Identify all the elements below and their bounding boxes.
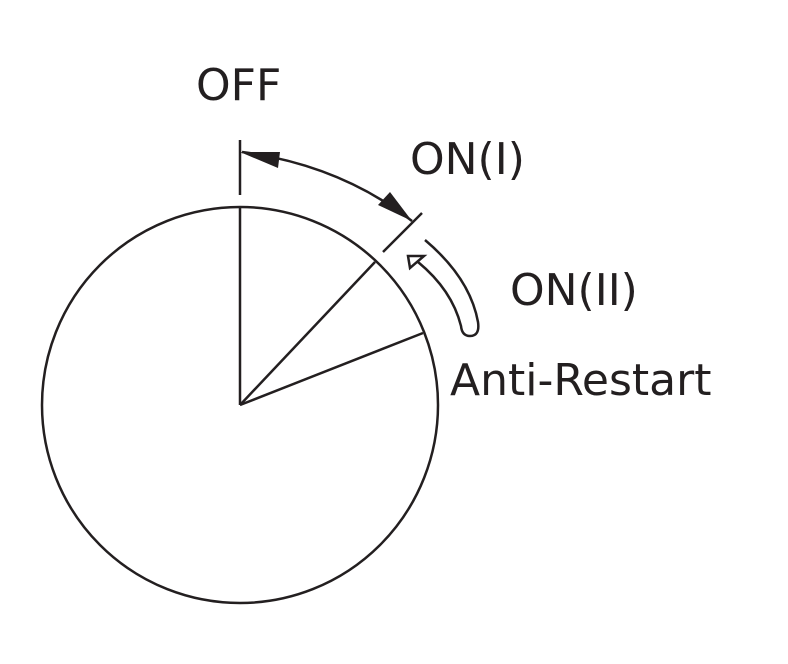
- on1-extension-line: [382, 212, 423, 253]
- arrowhead-on1: [378, 192, 412, 221]
- hollow-arrowhead: [406, 254, 428, 271]
- label-off: OFF: [196, 60, 281, 111]
- on1-position-line: [239, 261, 376, 406]
- label-on1: ON(I): [410, 134, 525, 185]
- spring-return-arrow: [417, 239, 480, 338]
- on2-position-line: [239, 331, 424, 407]
- label-anti-restart: Anti-Restart: [450, 355, 712, 406]
- arrowhead-off: [240, 152, 280, 168]
- label-on2: ON(II): [510, 265, 638, 316]
